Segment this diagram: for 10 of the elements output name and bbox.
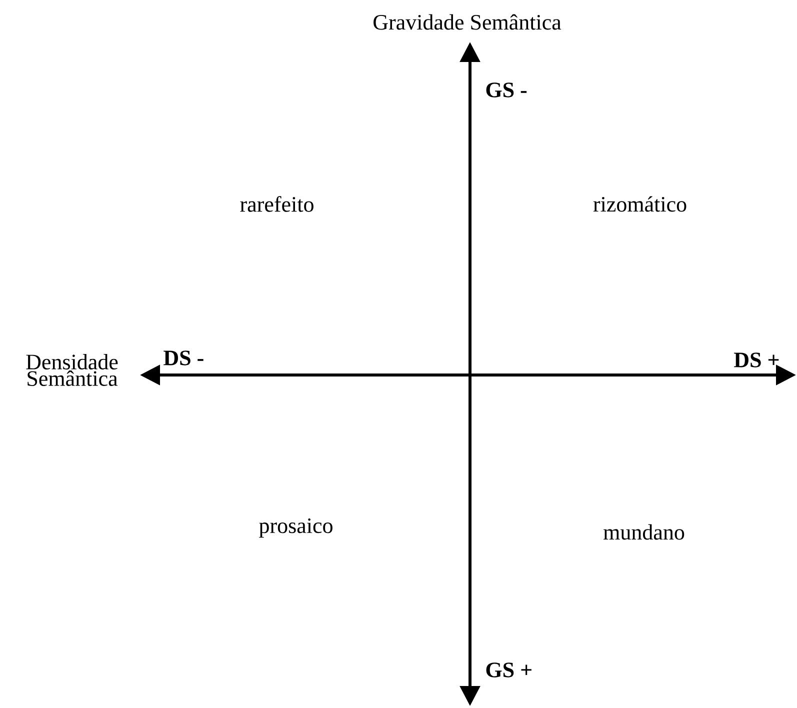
quadrant-label: rizomático (593, 196, 686, 212)
pole-label: GS + (486, 662, 532, 678)
pole-label: DS + (734, 352, 779, 368)
pole-label: DS - (164, 350, 204, 366)
axis-title: Gravidade Semântica (374, 14, 562, 30)
axis-title: Densidade Semântica (26, 354, 118, 386)
pole-label: GS - (486, 82, 527, 98)
quadrant-label: mundano (604, 524, 684, 540)
quadrant-label: rarefeito (240, 196, 314, 212)
quadrant-label: prosaico (259, 518, 332, 538)
